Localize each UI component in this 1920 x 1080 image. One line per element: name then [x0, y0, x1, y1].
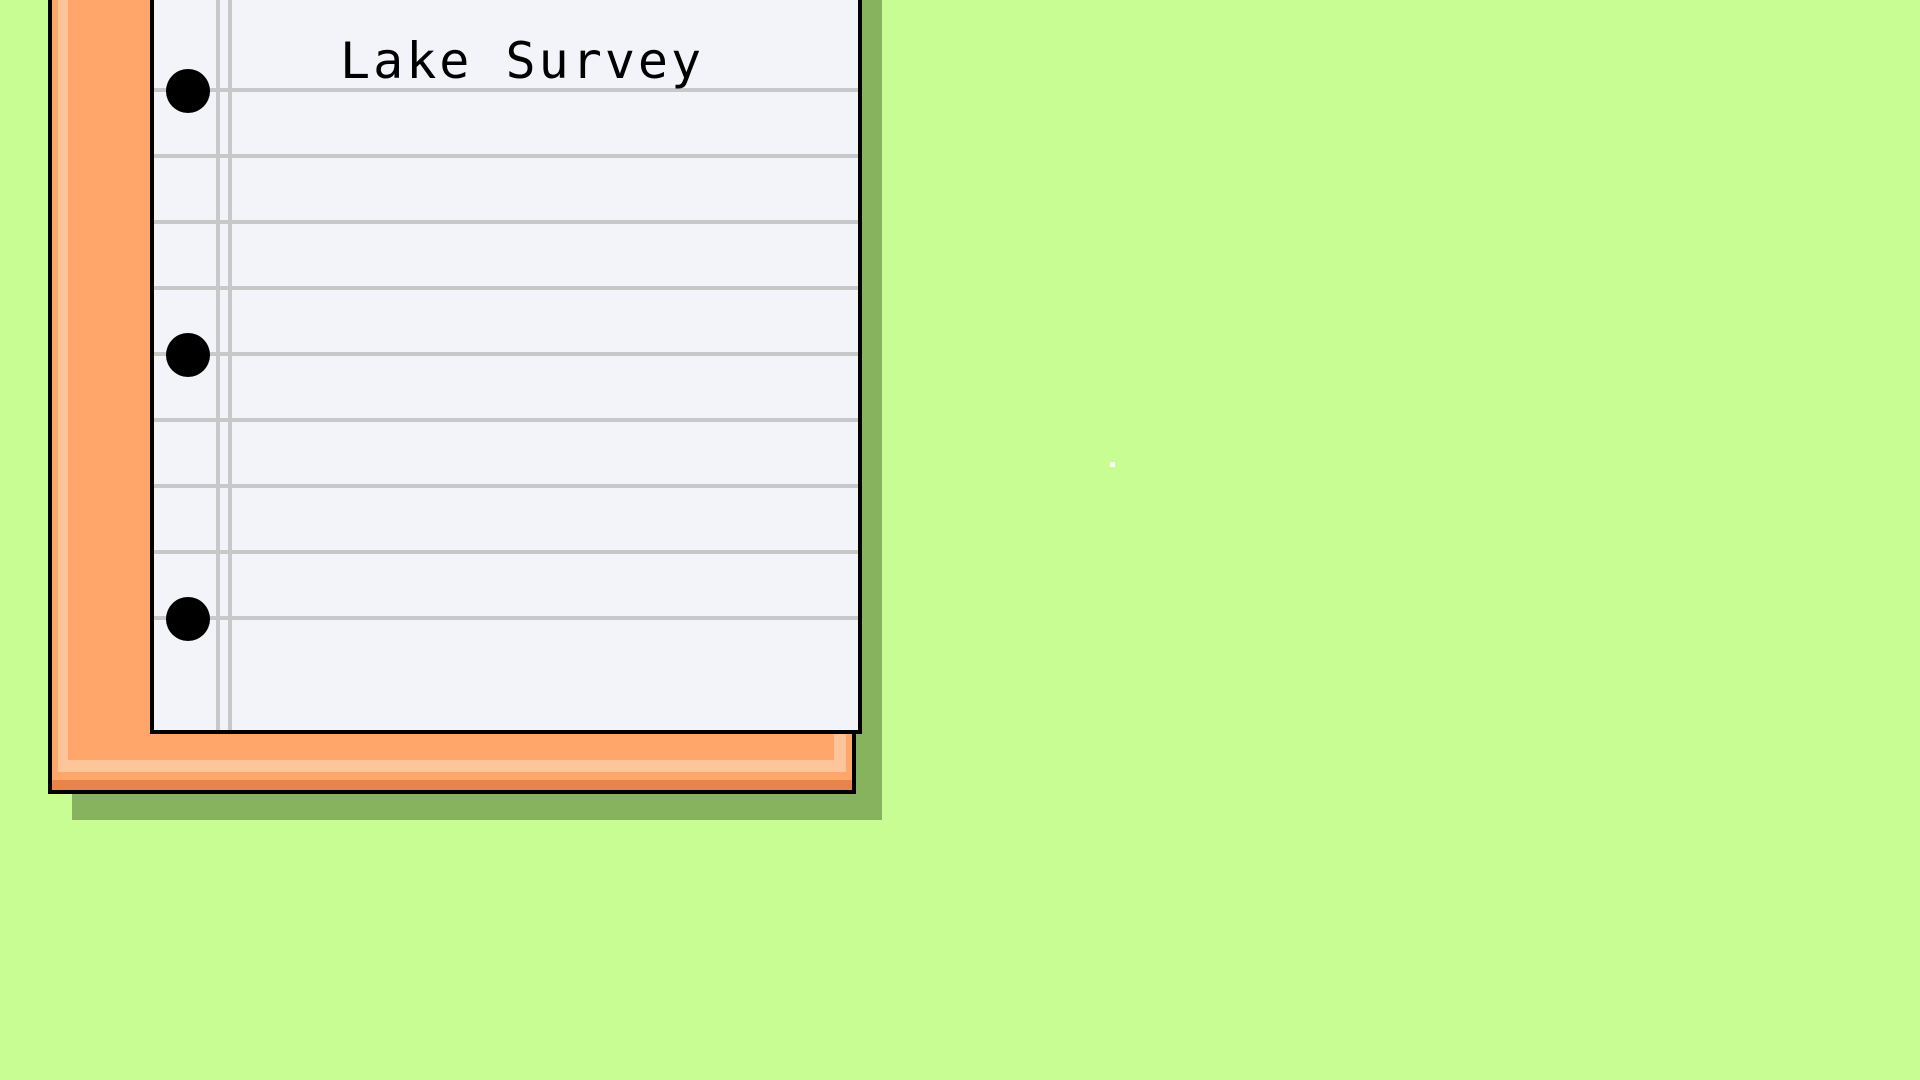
ruled-line — [154, 484, 858, 488]
ruled-line — [154, 616, 858, 620]
margin-line — [228, 0, 232, 730]
ruled-line — [154, 154, 858, 158]
ruled-line — [154, 352, 858, 356]
binder-hole-icon — [166, 69, 210, 113]
ruled-line — [154, 88, 858, 92]
binder-hole-icon — [166, 597, 210, 641]
ruled-line — [154, 286, 858, 290]
ruled-line — [154, 220, 858, 224]
ruled-line — [154, 418, 858, 422]
notebook-page[interactable]: Lake Survey — [150, 0, 862, 734]
cursor-icon — [1110, 462, 1115, 467]
binder-hole-icon — [166, 333, 210, 377]
clipboard-bottom-edge — [52, 780, 852, 790]
notebook-title: Lake Survey — [340, 32, 705, 90]
margin-line — [216, 0, 220, 730]
ruled-line — [154, 550, 858, 554]
clipboard-board: Lake Survey — [48, 0, 862, 794]
